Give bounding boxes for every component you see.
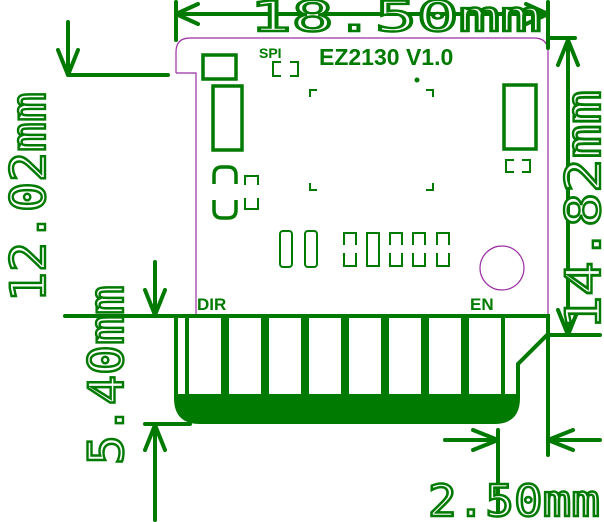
dimension-lines bbox=[56, 0, 602, 522]
dimension-right-height: 14.82mm bbox=[556, 90, 604, 330]
en-label: EN bbox=[470, 295, 494, 314]
resistor-left bbox=[211, 84, 244, 152]
dimension-bottom-offset: 2.50mm bbox=[428, 476, 600, 522]
pin1-dot bbox=[414, 77, 420, 83]
dimension-width: 18.50mm bbox=[250, 0, 542, 41]
spi-connector bbox=[201, 53, 238, 81]
components bbox=[201, 53, 538, 220]
dimension-left-height: 12.02mm bbox=[1, 92, 57, 302]
dimension-connector-height: 5.40mm bbox=[79, 285, 135, 465]
mounting-hole bbox=[479, 245, 525, 291]
capacitor-left bbox=[212, 165, 238, 220]
small-pads bbox=[244, 61, 531, 268]
board-title: EZ2130 V1.0 bbox=[319, 44, 453, 70]
spi-label: SPI bbox=[259, 45, 282, 61]
edge-connector bbox=[174, 314, 550, 424]
dir-label: DIR bbox=[197, 295, 226, 314]
resistor-right bbox=[502, 83, 538, 151]
